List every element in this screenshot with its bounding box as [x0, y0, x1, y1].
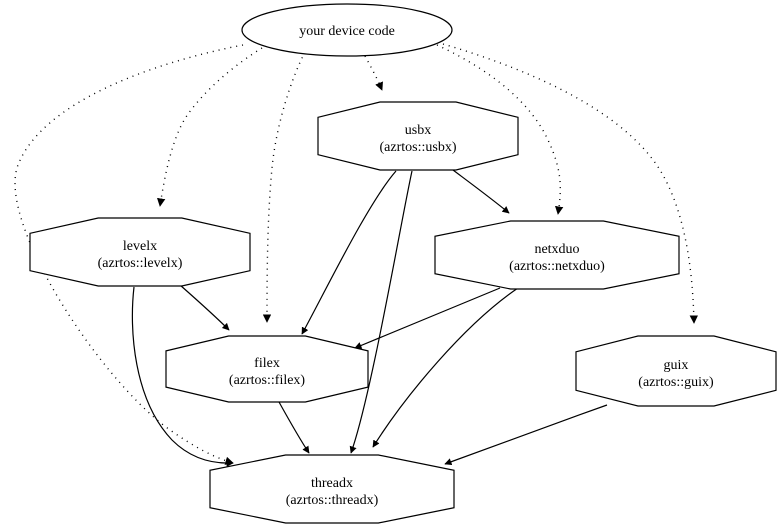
edge-levelx-to-filex [179, 284, 230, 331]
node-label-guix-line2: (azrtos::guix) [638, 375, 714, 390]
node-shape-filex [165, 335, 369, 403]
node-shape-netxduo [434, 220, 680, 290]
node-label-usbx-line1: usbx [405, 123, 431, 138]
node-device[interactable]: your device code [241, 3, 453, 57]
node-shape-usbx [317, 101, 519, 171]
node-label-usbx-line2: (azrtos::usbx) [380, 140, 457, 155]
node-label-levelx-line2: (azrtos::levelx) [98, 256, 183, 271]
edge-usbx-to-threadx [349, 170, 413, 454]
node-usbx[interactable]: usbx(azrtos::usbx) [317, 101, 519, 171]
edge-levelx-to-threadx [131, 286, 234, 467]
node-netxduo[interactable]: netxduo(azrtos::netxduo) [434, 220, 680, 290]
node-layer: your device codeusbx(azrtos::usbx)levelx… [29, 3, 777, 524]
node-label-filex-line2: (azrtos::filex) [229, 373, 306, 388]
edge-device-to-filex [262, 51, 306, 323]
edge-netxduo-to-filex [354, 287, 501, 349]
node-filex[interactable]: filex(azrtos::filex) [165, 335, 369, 403]
node-label-netxduo-line2: (azrtos::netxduo) [509, 259, 605, 274]
edge-layer [14, 43, 699, 467]
edge-device-to-usbx [364, 55, 383, 91]
node-guix[interactable]: guix(azrtos::guix) [575, 335, 777, 407]
edge-usbx-to-netxduo [452, 169, 510, 214]
edge-netxduo-to-threadx [372, 287, 519, 448]
edge-usbx-to-filex [301, 170, 397, 335]
node-label-filex-line1: filex [254, 356, 280, 371]
node-shape-guix [575, 335, 777, 407]
node-levelx[interactable]: levelx(azrtos::levelx) [29, 217, 251, 287]
node-label-levelx-line1: levelx [123, 239, 157, 254]
node-shape-threadx [209, 454, 455, 524]
edge-guix-to-threadx [444, 404, 608, 466]
node-label-threadx-line1: threadx [311, 476, 353, 491]
node-label-guix-line1: guix [664, 358, 689, 373]
edge-filex-to-threadx [278, 401, 310, 454]
node-label-threadx-line2: (azrtos::threadx) [286, 493, 379, 508]
node-label-netxduo-line1: netxduo [534, 242, 579, 257]
edge-device-to-levelx [157, 47, 263, 207]
edge-device-to-threadx [14, 44, 244, 465]
edge-device-to-netxduo [436, 44, 564, 215]
node-label-device-line1: your device code [299, 24, 395, 39]
node-shape-levelx [29, 217, 251, 287]
node-threadx[interactable]: threadx(azrtos::threadx) [209, 454, 455, 524]
node-shape-device [241, 3, 453, 57]
